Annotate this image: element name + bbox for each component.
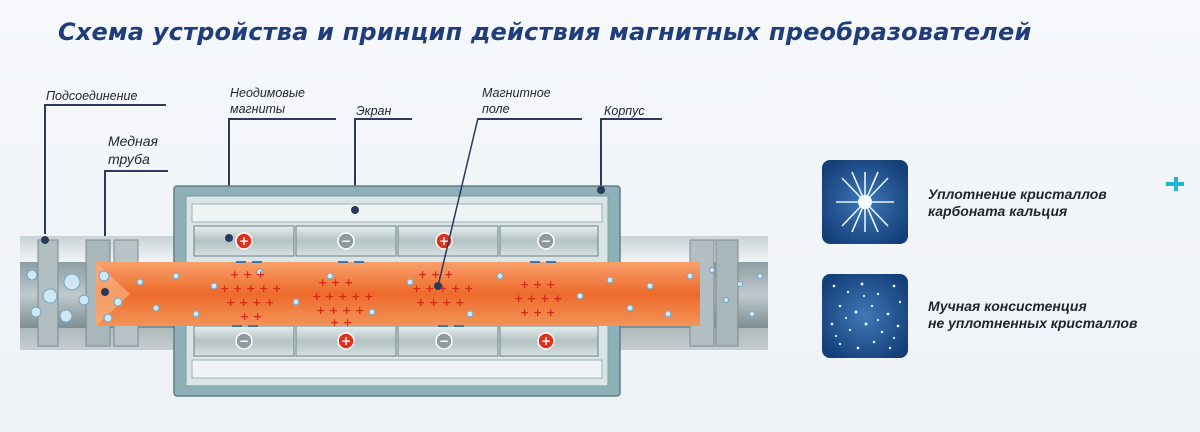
top-sign-3: + <box>439 234 449 248</box>
svg-text:+ + +: + + + <box>418 268 453 281</box>
top-sign-2: − <box>341 234 351 248</box>
sample-1-line2: карбоната кальция <box>928 203 1068 219</box>
svg-text:+ + + +: + + + + <box>514 292 562 305</box>
field-cluster-1: + + ++ + + + ++ + + + + + <box>220 268 281 323</box>
svg-text:+ + + + +: + + + + + <box>412 282 473 295</box>
top-magnets <box>193 225 599 257</box>
leader-housing-v <box>600 118 602 190</box>
crystal-loose-icon <box>822 274 908 358</box>
plus-marker-icon <box>1166 177 1184 191</box>
leader-screen-v <box>354 118 356 210</box>
bottom-polarity: − + − + <box>235 332 555 350</box>
label-connection: Подсоединение <box>46 89 138 103</box>
label-field-2: поле <box>482 102 510 116</box>
svg-text:+ +: + + <box>240 310 262 323</box>
svg-text:+ +: + + <box>330 316 352 329</box>
leader-dots <box>41 186 605 296</box>
leader-magnets <box>228 118 336 120</box>
leader-field <box>478 118 582 120</box>
label-magnets-2: магниты <box>230 102 286 116</box>
sample-2-line1: Мучная консистенция <box>928 298 1087 314</box>
water-flow <box>96 262 700 326</box>
svg-text:+ + + + +: + + + + + <box>312 290 373 303</box>
sample-2-line2: не уплотненных кристаллов <box>928 315 1138 331</box>
leader-connection <box>44 104 166 106</box>
field-cluster-3: + + ++ + + + ++ + + + <box>412 268 473 309</box>
particles <box>26 267 763 323</box>
leader-magnets-v <box>228 118 230 236</box>
top-sign-4: − <box>541 234 551 248</box>
bottom-sign-2: + <box>341 334 351 348</box>
svg-text:+ + +: + + + <box>318 276 353 289</box>
page-title: Схема устройства и принцип действия магн… <box>58 18 1032 46</box>
label-copper-pipe-1: Медная <box>108 133 158 149</box>
svg-text:+ + +: + + + <box>520 278 555 291</box>
label-screen: Экран <box>356 104 392 118</box>
label-copper-pipe-2: труба <box>108 151 150 167</box>
top-sign-1: + <box>239 234 249 248</box>
bottom-sign-4: + <box>541 334 551 348</box>
bottom-sign-3: − <box>439 334 449 348</box>
label-magnets-1: Неодимовые <box>230 86 305 100</box>
label-field-1: Магнитное <box>482 86 551 100</box>
svg-text:+ + +: + + + <box>230 268 265 281</box>
field-cluster-2: + + ++ + + + ++ + + + + + <box>312 276 373 329</box>
bottom-sign-1: − <box>239 334 249 348</box>
svg-text:+ + + +: + + + + <box>226 296 274 309</box>
svg-text:+ + + +: + + + + <box>316 304 364 317</box>
svg-text:+ + + +: + + + + <box>416 296 464 309</box>
leader-field-diag <box>437 117 479 287</box>
leader-housing <box>600 118 662 120</box>
field-cluster-4: + + ++ + + ++ + + <box>514 278 562 319</box>
field-minus <box>232 261 556 327</box>
leader-copper-v <box>104 170 106 292</box>
leader-screen <box>354 118 412 120</box>
svg-text:+ + + + +: + + + + + <box>220 282 281 295</box>
svg-text:+ + +: + + + <box>520 306 555 319</box>
sample-1-line1: Уплотнение кристаллов <box>928 186 1107 202</box>
leader-connection-v <box>44 104 46 234</box>
leader-copper <box>104 170 168 172</box>
crystal-compact-icon <box>822 160 908 244</box>
label-housing: Корпус <box>604 104 645 118</box>
